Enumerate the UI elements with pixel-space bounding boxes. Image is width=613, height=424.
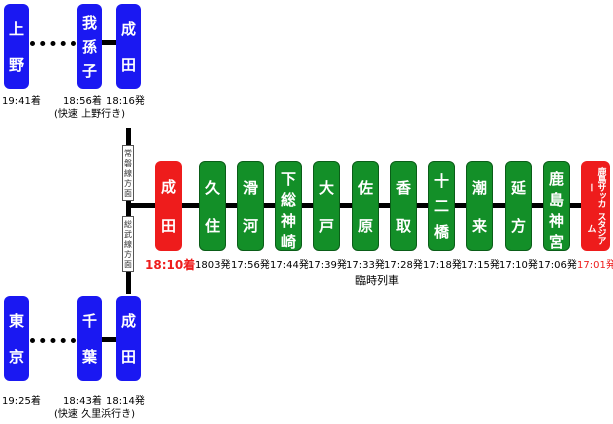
station-namegawa[interactable]: 滑 河 <box>237 161 264 251</box>
station-kashima-jingu[interactable]: 鹿 島 神 宮 <box>543 161 570 251</box>
ueno-time: 19:41着 <box>2 96 41 107</box>
station-nobekata[interactable]: 延 方 <box>505 161 532 251</box>
ueno-abiko-dotted-line <box>30 41 76 46</box>
abiko-time: 18:56着 <box>63 96 102 107</box>
station-oto[interactable]: 大 戸 <box>313 161 340 251</box>
top-train-note: (快速 上野行き) <box>54 109 125 120</box>
joban-line-direction-label: 常磐線方面 <box>122 145 134 201</box>
rinji-train-label: 臨時列車 <box>355 274 399 287</box>
sobu-line-direction-label: 総武線方面 <box>122 216 134 272</box>
station-tokyo[interactable]: 東 京 <box>4 296 29 381</box>
station-narita-top[interactable]: 成 田 <box>116 4 141 89</box>
narita-vertical-line <box>126 128 131 294</box>
sawara-time: 17:33発 <box>346 260 385 271</box>
kashima-soccer-stadium-time: 17:01発 <box>577 260 613 271</box>
abiko-narita-line <box>98 40 116 45</box>
narita-bottom-time: 18:14発 <box>106 396 145 407</box>
tokyo-chiba-dotted-line <box>30 338 76 343</box>
station-katori[interactable]: 香 取 <box>390 161 417 251</box>
station-kuzumi[interactable]: 久 住 <box>199 161 226 251</box>
station-ueno[interactable]: 上 野 <box>4 4 29 89</box>
station-sawara[interactable]: 佐 原 <box>352 161 379 251</box>
chiba-time: 18:43着 <box>63 396 102 407</box>
nobekata-time: 17:10発 <box>499 260 538 271</box>
chiba-narita-line <box>98 337 116 342</box>
juniko-time: 17:18発 <box>423 260 462 271</box>
station-juniko[interactable]: 十 二 橋 <box>428 161 455 251</box>
station-itako[interactable]: 潮 来 <box>466 161 493 251</box>
station-shimofusa-kozaki[interactable]: 下 総 神 崎 <box>275 161 302 251</box>
shimofusa-kozaki-time: 17:44発 <box>270 260 309 271</box>
station-chiba[interactable]: 千 葉 <box>77 296 102 381</box>
kashima-jingu-time: 17:06発 <box>538 260 577 271</box>
station-narita-kashima[interactable]: 成 田 <box>155 161 182 251</box>
namegawa-time: 17:56発 <box>231 260 270 271</box>
tokyo-time: 19:25着 <box>2 396 41 407</box>
station-kashima-soccer-stadium[interactable]: 鹿島サッカー スタジアム <box>581 161 610 251</box>
bottom-train-note: (快速 久里浜行き) <box>54 409 135 420</box>
narita-kashima-time: 18:10着 <box>145 258 196 272</box>
narita-top-time: 18:16発 <box>106 96 145 107</box>
station-abiko[interactable]: 我 孫 子 <box>77 4 102 89</box>
oto-time: 17:39発 <box>308 260 347 271</box>
station-narita-bottom[interactable]: 成 田 <box>116 296 141 381</box>
katori-time: 17:28発 <box>384 260 423 271</box>
itako-time: 17:15発 <box>461 260 500 271</box>
kuzumi-time: 1803発 <box>195 260 231 271</box>
